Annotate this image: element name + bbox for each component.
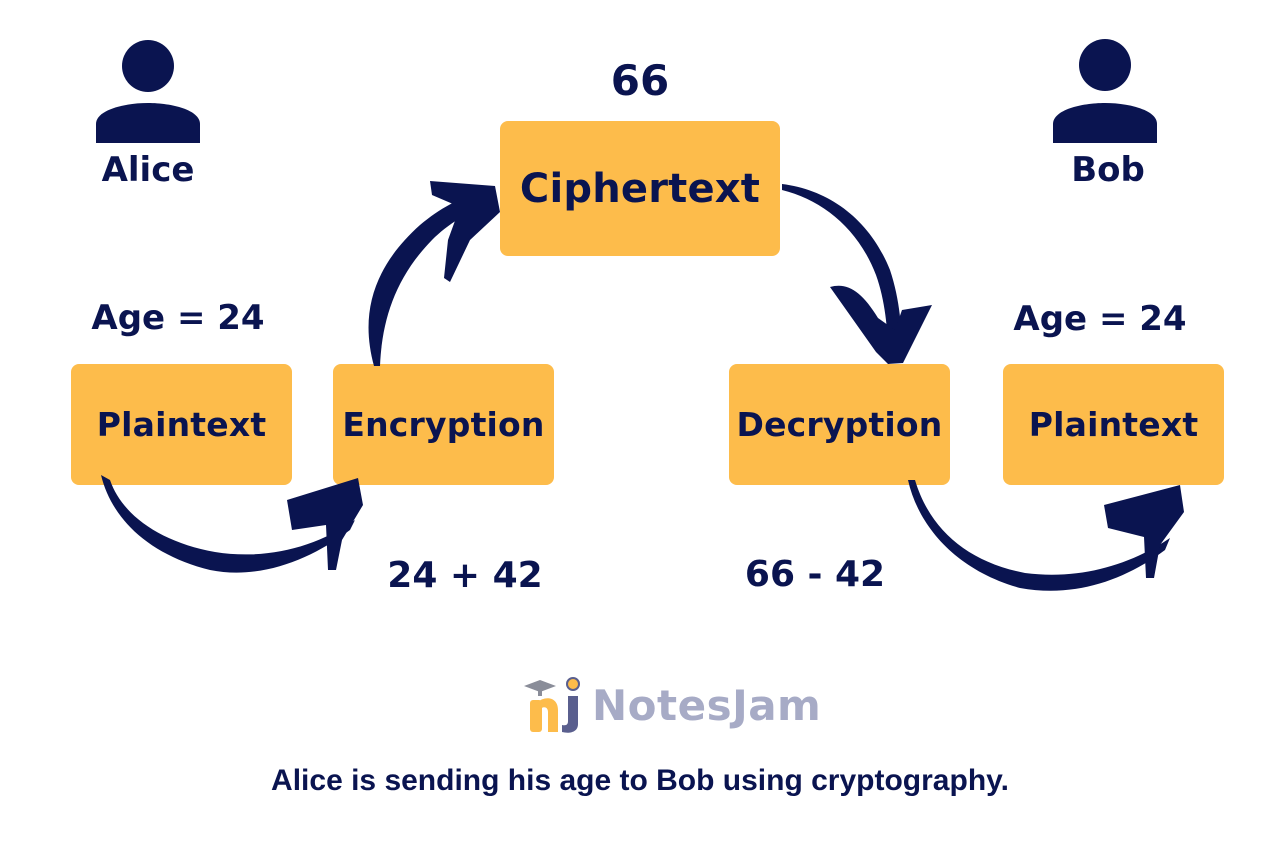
- decryption-box: Decryption: [729, 364, 950, 485]
- right-age-label: Age = 24: [1013, 299, 1187, 339]
- curved-arrow-icon: [101, 475, 363, 573]
- decryption-formula: 66 - 42: [744, 554, 886, 595]
- left-age-label: Age = 24: [91, 298, 265, 338]
- alice-person-icon: [96, 40, 200, 143]
- right-plaintext-box: Plaintext: [1003, 364, 1224, 485]
- sender-name: Alice: [101, 150, 195, 190]
- encryption-label: Encryption: [342, 405, 545, 444]
- left-plaintext-label: Plaintext: [96, 405, 267, 444]
- notesjam-logo: NotesJam: [524, 676, 821, 734]
- ciphertext-value: 66: [610, 56, 670, 105]
- encryption-formula: 24 + 42: [387, 555, 543, 596]
- encryption-box: Encryption: [333, 364, 554, 485]
- ciphertext-box: Ciphertext: [500, 121, 780, 256]
- curved-arrow-icon: [782, 184, 932, 364]
- left-plaintext-box: Plaintext: [71, 364, 292, 485]
- curved-arrow-icon: [908, 480, 1184, 591]
- notesjam-logo-icon: [524, 677, 580, 733]
- logo-text: NotesJam: [592, 680, 822, 730]
- curved-arrow-icon: [368, 181, 500, 366]
- right-plaintext-label: Plaintext: [1028, 405, 1199, 444]
- diagram-caption: Alice is sending his age to Bob using cr…: [271, 764, 1009, 797]
- bob-person-icon: [1053, 39, 1157, 143]
- receiver-name: Bob: [1071, 150, 1145, 190]
- ciphertext-label: Ciphertext: [519, 165, 761, 212]
- decryption-label: Decryption: [736, 405, 943, 444]
